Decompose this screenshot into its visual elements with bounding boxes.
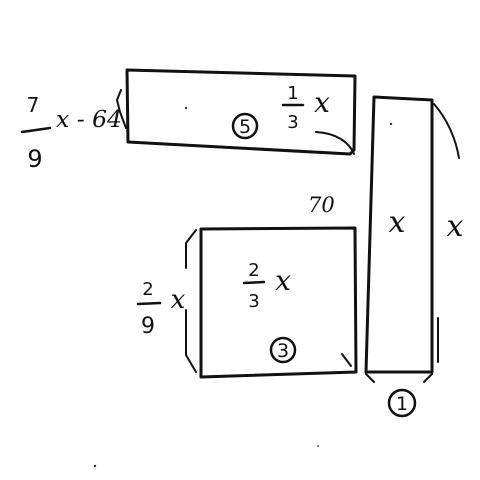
rect-5-id-circle [231, 112, 259, 140]
rect-3-bracket-left [185, 229, 197, 373]
rect-3-inner-variable: x [275, 264, 291, 297]
rect-1-id-label: 1 [396, 393, 408, 415]
rect-3-id-circle [269, 336, 297, 364]
rect-5-side-numerator: 7 [27, 93, 40, 117]
rect-5-side-expression: x - 64 [56, 107, 122, 133]
rect-5: 5 1 3 x 7 9 x - 64 70 [20, 68, 357, 217]
rect-5-id-label: 5 [239, 116, 251, 138]
rect-3-outline [199, 226, 358, 379]
rect-3-id-label: 3 [277, 340, 289, 362]
rect-5-corner-label: 70 [308, 193, 335, 217]
stray-dot [389, 122, 393, 126]
rect-3-side-fraction-bar [136, 301, 162, 306]
rect-5-side-fraction-bar [20, 126, 52, 134]
rect-5-bracket-left [116, 89, 127, 129]
rect-5-inner-numerator: 1 [287, 83, 298, 104]
stray-dot [317, 445, 319, 447]
rect-3-bracket-bottom-right [341, 353, 352, 367]
rect-3-inner-numerator: 2 [248, 260, 259, 281]
rect-5-inner-denominator: 3 [287, 112, 298, 133]
rect-1-bracket-right [433, 103, 460, 363]
rect-1-id-circle [387, 388, 417, 418]
stray-dot [93, 464, 97, 468]
rect-1-inner-variable: x [389, 205, 406, 240]
rect-5-inner-variable: x [314, 86, 330, 119]
rect-3-inner-fraction-bar [242, 280, 266, 285]
rect-1: 1 x x [364, 95, 464, 418]
rect-5-bracket-right [315, 131, 355, 155]
rect-3-inner-denominator: 3 [248, 291, 259, 312]
rect-3-side-numerator: 2 [142, 279, 153, 300]
rect-3-side-denominator: 9 [141, 314, 155, 339]
rect-1-bracket-bottom [365, 373, 433, 383]
rect-1-side-variable: x [447, 209, 464, 244]
rect-3-side-variable: x [171, 285, 186, 315]
rect-1-outline [364, 95, 434, 374]
rect-5-side-denominator: 9 [27, 145, 42, 173]
stray-dot [184, 106, 188, 110]
stray-marks [93, 106, 393, 468]
rect-3: 3 2 3 x 2 9 x [136, 226, 358, 379]
